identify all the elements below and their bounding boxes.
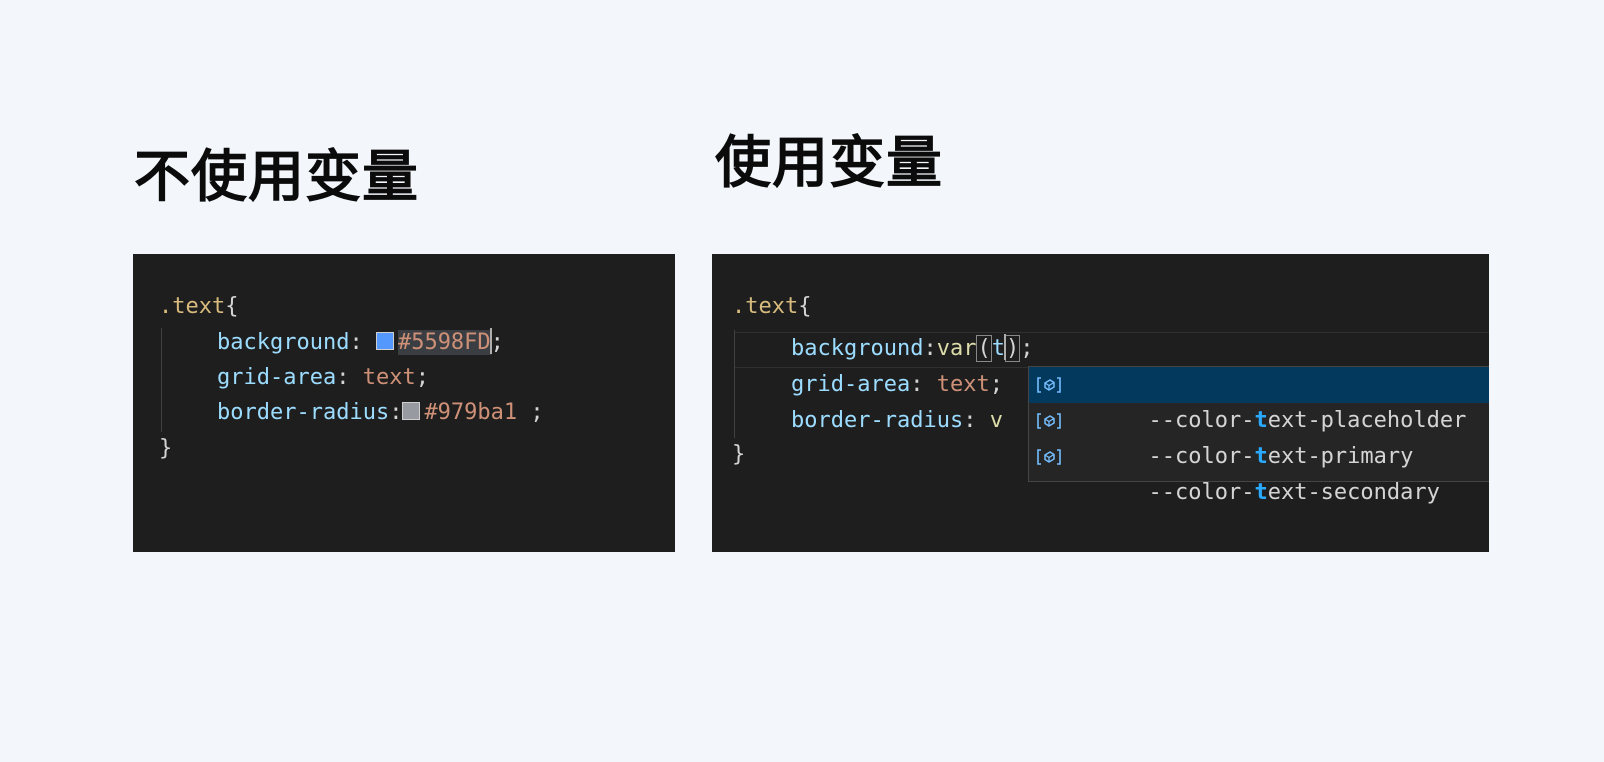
code-line-grid-area[interactable]: grid-area: text; [217,363,429,393]
close-paren: ) [1004,335,1021,362]
semicolon: ; [1020,336,1034,361]
typed-argument: t [991,336,1005,361]
code-line-border-radius[interactable]: border-radius: #979ba1 ; [217,398,544,428]
semicolon: ; [517,400,544,425]
suggestion-rest: ext-placeholder [1267,408,1467,433]
variable-icon [1037,377,1061,393]
indent-guide [161,328,162,432]
css-value: #979ba1 [424,400,518,425]
open-brace: { [225,294,239,319]
open-paren: ( [976,335,992,362]
variable-icon [1037,413,1061,429]
css-property: border-radius [217,400,390,425]
heading-with-variables: 使用变量 [715,131,943,196]
css-function-partial: v [989,408,1003,433]
css-value-selected: #5598FD [397,330,491,355]
code-line-close[interactable]: } [159,434,172,464]
close-brace: } [159,436,173,461]
close-brace: } [732,442,746,467]
suggestion-item[interactable]: --color-text-placeholder [1029,367,1489,433]
suggestion-match: t [1254,408,1268,433]
indent-guide [734,330,735,438]
css-property: background [217,330,350,355]
autocomplete-suggestions[interactable]: --color-text-placeholder --color-text-pr… [1028,366,1489,505]
code-line-background[interactable]: background:var(t); [791,334,1033,364]
semicolon: ; [989,372,1003,397]
color-swatch-icon[interactable] [402,402,421,420]
colon: : [389,400,403,425]
color-swatch-icon[interactable] [375,332,394,350]
css-value: text [362,365,416,390]
suggestion-prefix: --color- [1148,444,1255,469]
variable-icon [1037,449,1061,465]
css-function: var [936,336,977,361]
suggestion-match: t [1254,480,1268,505]
semicolon: ; [415,365,429,390]
text-cursor [1003,334,1006,360]
css-property: grid-area [217,365,337,390]
open-brace: { [798,294,812,319]
heading-without-variables: 不使用变量 [134,145,419,210]
code-line-selector[interactable]: .text{ [159,292,238,322]
css-property: grid-area [791,372,911,397]
colon: : [910,372,937,397]
colon: : [349,330,376,355]
suggestion-item[interactable]: --color-text-primary [1029,403,1489,469]
suggestion-match: t [1254,444,1268,469]
text-cursor [489,328,492,354]
suggestion-prefix: --color- [1148,480,1255,505]
colon: : [923,336,937,361]
suggestion-item[interactable]: --color-text-secondary [1029,439,1489,505]
semicolon: ; [490,330,504,355]
code-line-close[interactable]: } [732,440,745,470]
css-property: background [791,336,924,361]
code-line-border-radius[interactable]: border-radius: v [791,406,1003,436]
css-value: text [936,372,990,397]
suggestion-rest: ext-primary [1267,444,1414,469]
code-line-selector[interactable]: .text{ [732,292,811,322]
code-line-grid-area[interactable]: grid-area: text; [791,370,1003,400]
css-selector: .text [159,294,226,319]
code-editor-without-variables[interactable]: .text{ background: #5598FD; grid-area: t… [133,254,675,552]
colon: : [963,408,990,433]
css-selector: .text [732,294,799,319]
css-property: border-radius [791,408,964,433]
code-line-background[interactable]: background: #5598FD; [217,328,504,358]
suggestion-rest: ext-secondary [1267,480,1440,505]
suggestion-prefix: --color- [1148,408,1255,433]
code-editor-with-variables[interactable]: .text{ background:var(t); grid-area: tex… [712,254,1489,552]
colon: : [336,365,363,390]
